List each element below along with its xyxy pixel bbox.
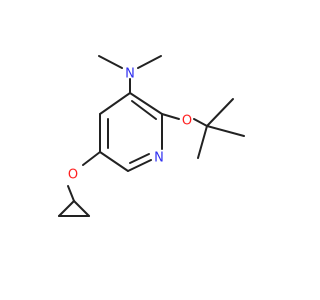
atom-label-tbutoxy-o: O bbox=[182, 114, 192, 129]
atom-label-cyclopropoxy-o: O bbox=[68, 168, 78, 183]
bond-cq-methyl-top bbox=[206, 98, 234, 127]
bond-c3-c4 bbox=[99, 92, 131, 115]
dimethylamino-group bbox=[98, 55, 162, 94]
bond-o-cq bbox=[193, 118, 208, 127]
bond-n-methyl-right bbox=[137, 55, 162, 69]
bond-c5-o bbox=[82, 151, 101, 166]
atom-label-dimethylamine-n: N bbox=[125, 67, 135, 82]
bond-c6-n1 bbox=[127, 159, 152, 172]
bond-n-methyl-left bbox=[98, 55, 123, 69]
tert-butoxy-group bbox=[161, 98, 245, 159]
bond-cp-right bbox=[73, 200, 90, 217]
bond-c2-c3 bbox=[129, 92, 163, 115]
cyclopropoxy-group bbox=[58, 151, 101, 217]
bond-cp-left bbox=[58, 200, 75, 217]
pyridine-ring bbox=[99, 92, 163, 172]
bond-cq-methyl-bottom bbox=[197, 125, 208, 159]
bond-c5-c6 bbox=[99, 151, 129, 172]
molecule-structure-diagram: N N O O bbox=[58, 55, 245, 217]
bond-c2-o bbox=[161, 113, 180, 120]
bond-c6-n1-inner bbox=[129, 153, 150, 164]
bond-c2-c3-inner bbox=[131, 100, 157, 120]
atom-label-ring-n: N bbox=[154, 151, 164, 166]
bond-cq-methyl-right bbox=[206, 125, 245, 137]
bond-o-cp bbox=[67, 185, 75, 202]
